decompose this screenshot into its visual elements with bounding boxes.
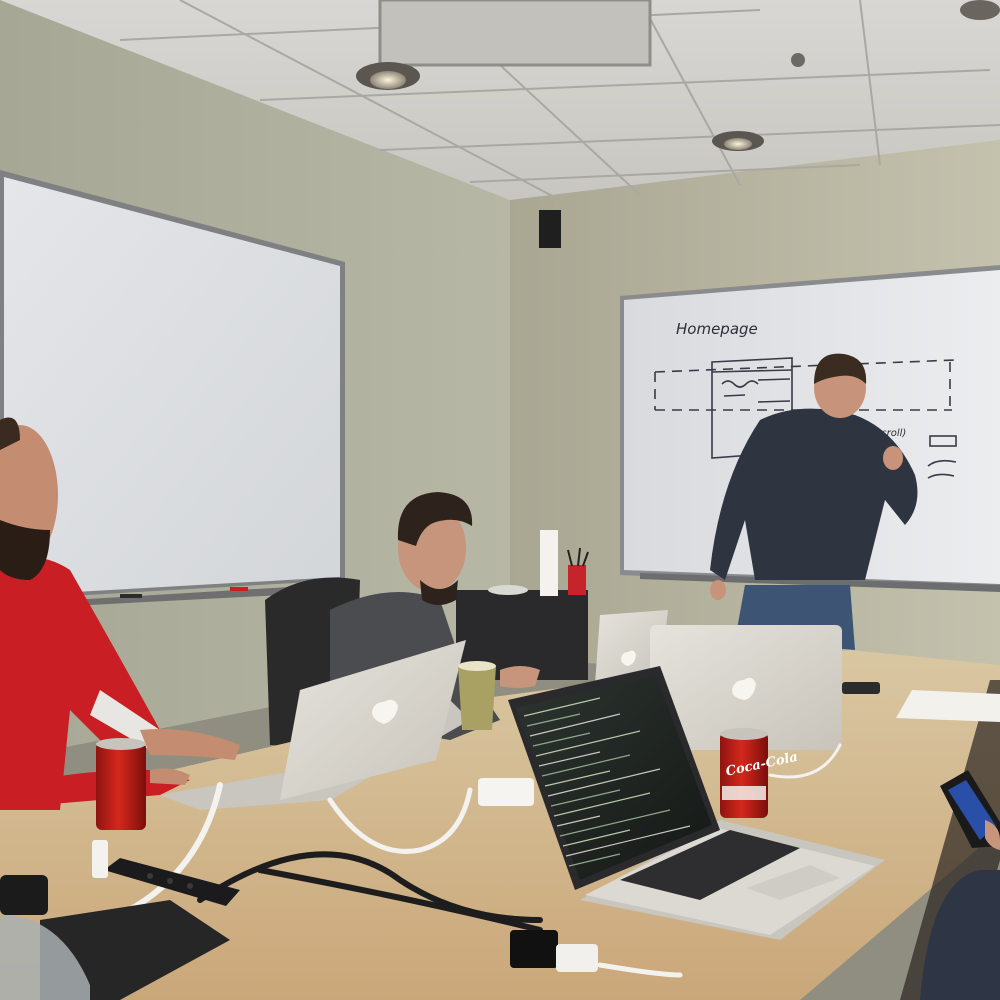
person-jeans: [920, 870, 1000, 1000]
ceiling-light: [960, 0, 1000, 20]
soda-can-right: Coca-Cola: [720, 728, 799, 818]
markers-in-cup: [567, 547, 589, 567]
code-lines: [523, 697, 691, 867]
cables: [117, 743, 842, 978]
ceiling-light-bulb: [370, 71, 406, 89]
left-whiteboard: [4, 177, 340, 596]
marker: [120, 594, 142, 598]
laptop-front: [508, 666, 885, 940]
paper-cup: [458, 661, 496, 730]
paper-towel-roll: [540, 530, 558, 596]
hand: [985, 820, 1000, 850]
video-adapter: [556, 944, 598, 972]
laptop-center-back: [650, 625, 842, 750]
wall-speaker: [539, 210, 561, 248]
cup-with-markers: [568, 565, 586, 595]
dvi-adapter: [510, 930, 558, 968]
laptop-back: [595, 610, 668, 684]
sprinkler: [791, 53, 805, 67]
plate: [488, 585, 528, 595]
whiteboard-note: (scroll): [872, 428, 906, 439]
glass-bottle: [0, 875, 90, 1000]
ceiling-vent: [378, 0, 652, 67]
right-whiteboard-tray: [640, 573, 1000, 592]
marker-on-table: [842, 682, 880, 694]
ceiling: [0, 0, 1000, 200]
soda-can-left: [96, 738, 146, 830]
power-adapter: [478, 778, 534, 806]
marker: [230, 587, 248, 591]
whiteboard-heading: Homepage: [676, 320, 758, 338]
tv-remote: [104, 858, 240, 906]
left-whiteboard-tray: [70, 584, 340, 606]
usb-adapter: [92, 840, 108, 878]
conference-phone: [40, 900, 230, 1000]
laptop-left: [160, 640, 470, 810]
ceiling-light-bulb: [724, 138, 752, 150]
paper-sheets: [896, 690, 1000, 722]
